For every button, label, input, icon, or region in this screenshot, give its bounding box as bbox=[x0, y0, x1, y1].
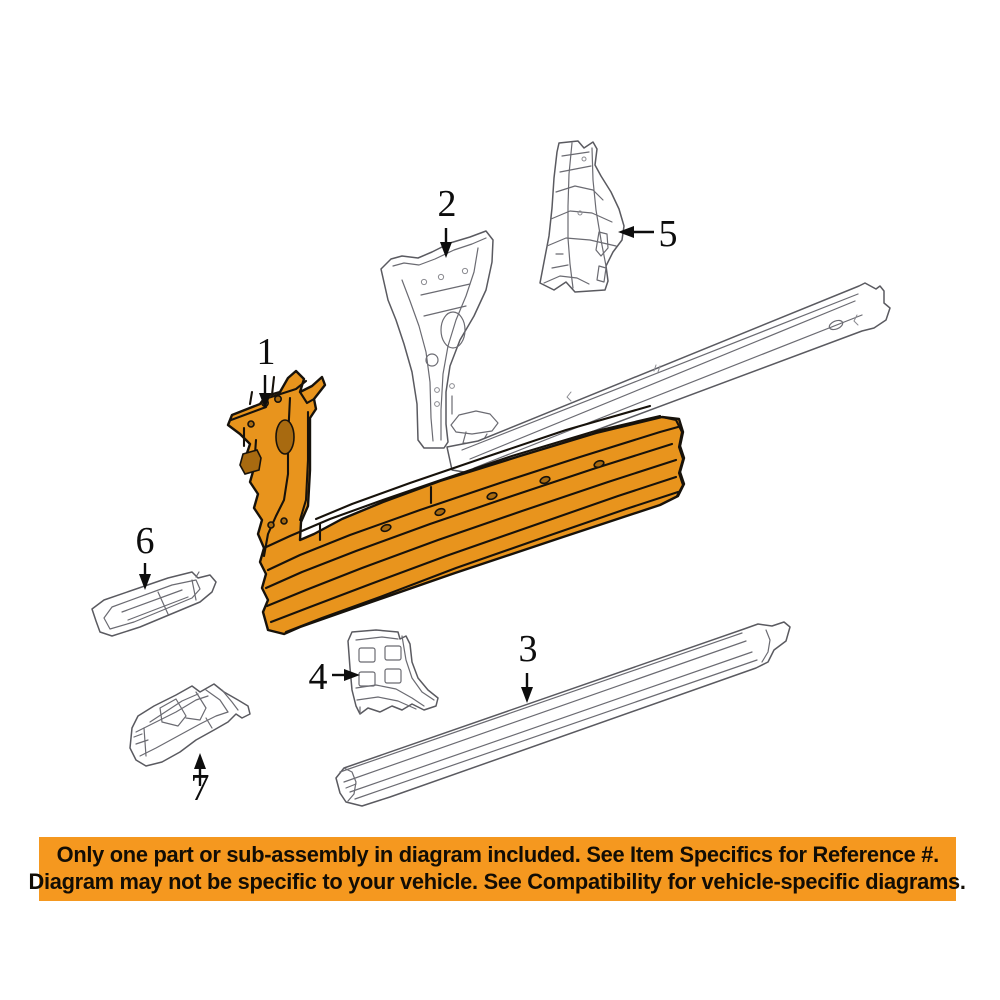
leader-6 bbox=[139, 563, 151, 590]
part-2-upper-rail bbox=[446, 282, 891, 474]
callout-label-3: 3 bbox=[519, 628, 538, 670]
notice-line-2: Diagram may not be specific to your vehi… bbox=[28, 869, 967, 894]
leader-3 bbox=[521, 673, 533, 703]
leader-4 bbox=[332, 669, 360, 681]
part-7-reinforcement-bracket bbox=[129, 683, 251, 767]
callout-labels: 1 2 3 4 5 6 7 bbox=[136, 183, 678, 809]
notice-line-1: Only one part or sub-assembly in diagram… bbox=[56, 842, 939, 867]
part-1-rocker-panel-highlighted bbox=[226, 369, 686, 636]
callout-leaders bbox=[139, 226, 654, 786]
callout-label-5: 5 bbox=[659, 213, 678, 255]
part-2-center-pillar-inner bbox=[380, 230, 499, 449]
diagram-notice-banner: Only one part or sub-assembly in diagram… bbox=[29, 837, 966, 901]
callout-label-1: 1 bbox=[257, 331, 276, 373]
leader-7 bbox=[194, 753, 206, 786]
callout-label-6: 6 bbox=[136, 520, 155, 562]
leader-5 bbox=[618, 226, 654, 238]
leader-2 bbox=[440, 228, 452, 258]
part-6-cover-plate bbox=[91, 571, 217, 637]
callout-label-2: 2 bbox=[438, 183, 457, 225]
callout-label-7: 7 bbox=[191, 767, 210, 809]
leader-1 bbox=[259, 375, 271, 409]
part-5-pillar-gusset bbox=[539, 140, 625, 293]
callout-label-4: 4 bbox=[309, 656, 328, 698]
part-4-pillar-lower-bracket bbox=[347, 629, 439, 715]
part-3-rocker-reinforcement-rail bbox=[335, 621, 791, 807]
